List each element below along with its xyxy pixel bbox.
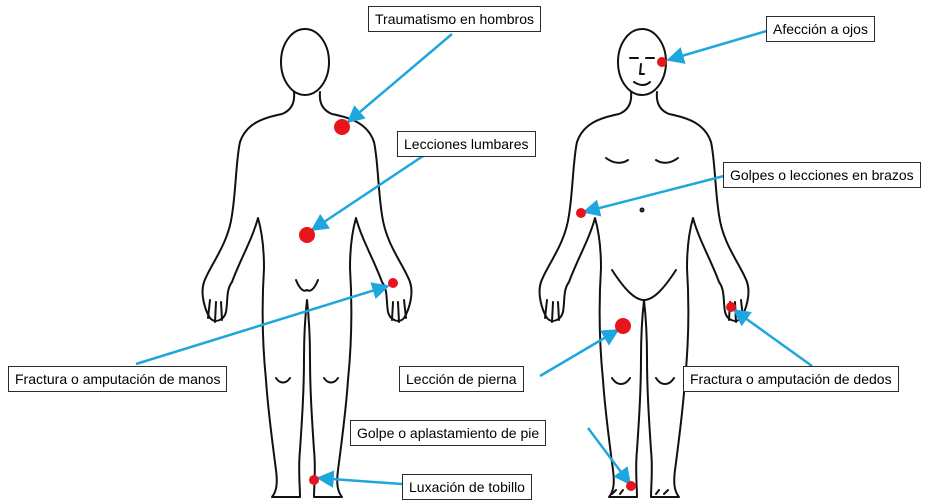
label-hombros: Traumatismo en hombros bbox=[368, 6, 541, 32]
front-knee-left bbox=[612, 378, 630, 384]
marker-hombros bbox=[334, 119, 350, 135]
marker-pierna bbox=[615, 318, 631, 334]
marker-pie bbox=[626, 481, 636, 491]
label-dedos: Fractura o amputación de dedos bbox=[683, 366, 899, 392]
front-face bbox=[630, 58, 654, 85]
marker-ojos bbox=[657, 57, 667, 67]
marker-tobillo bbox=[309, 475, 319, 485]
back-head bbox=[281, 29, 329, 95]
front-knee-right bbox=[656, 378, 674, 384]
label-manos: Fractura o amputación de manos bbox=[8, 366, 227, 392]
front-chest bbox=[606, 158, 678, 163]
label-pierna: Lección de pierna bbox=[399, 366, 524, 392]
arrow-lumbares bbox=[312, 150, 432, 230]
label-ojos: Afección a ojos bbox=[766, 16, 875, 42]
label-brazos: Golpes o lecciones en brazos bbox=[723, 162, 921, 188]
arrow-pierna bbox=[540, 330, 618, 376]
back-spine bbox=[296, 280, 318, 291]
marker-lumbares bbox=[299, 227, 315, 243]
arrow-tobillo bbox=[318, 478, 402, 484]
front-navel bbox=[641, 209, 644, 212]
arrow-dedos bbox=[734, 310, 812, 366]
marker-manos bbox=[388, 278, 398, 288]
front-body-outline bbox=[540, 92, 749, 497]
label-tobillo: Luxación de tobillo bbox=[402, 474, 532, 500]
arrows bbox=[136, 30, 812, 484]
arrow-ojos bbox=[668, 30, 770, 60]
marker-dedos bbox=[726, 302, 736, 312]
front-toes bbox=[612, 490, 668, 494]
back-knee-right bbox=[324, 378, 338, 383]
marker-brazos bbox=[576, 208, 586, 218]
back-knee-left bbox=[276, 378, 290, 383]
arrow-brazos bbox=[584, 176, 724, 212]
label-pie: Golpe o aplastamiento de pie bbox=[350, 420, 546, 446]
front-view-figure bbox=[540, 29, 749, 497]
front-groin bbox=[612, 270, 676, 300]
label-lumbares: Lecciones lumbares bbox=[397, 131, 536, 157]
arrow-hombros bbox=[348, 34, 452, 122]
